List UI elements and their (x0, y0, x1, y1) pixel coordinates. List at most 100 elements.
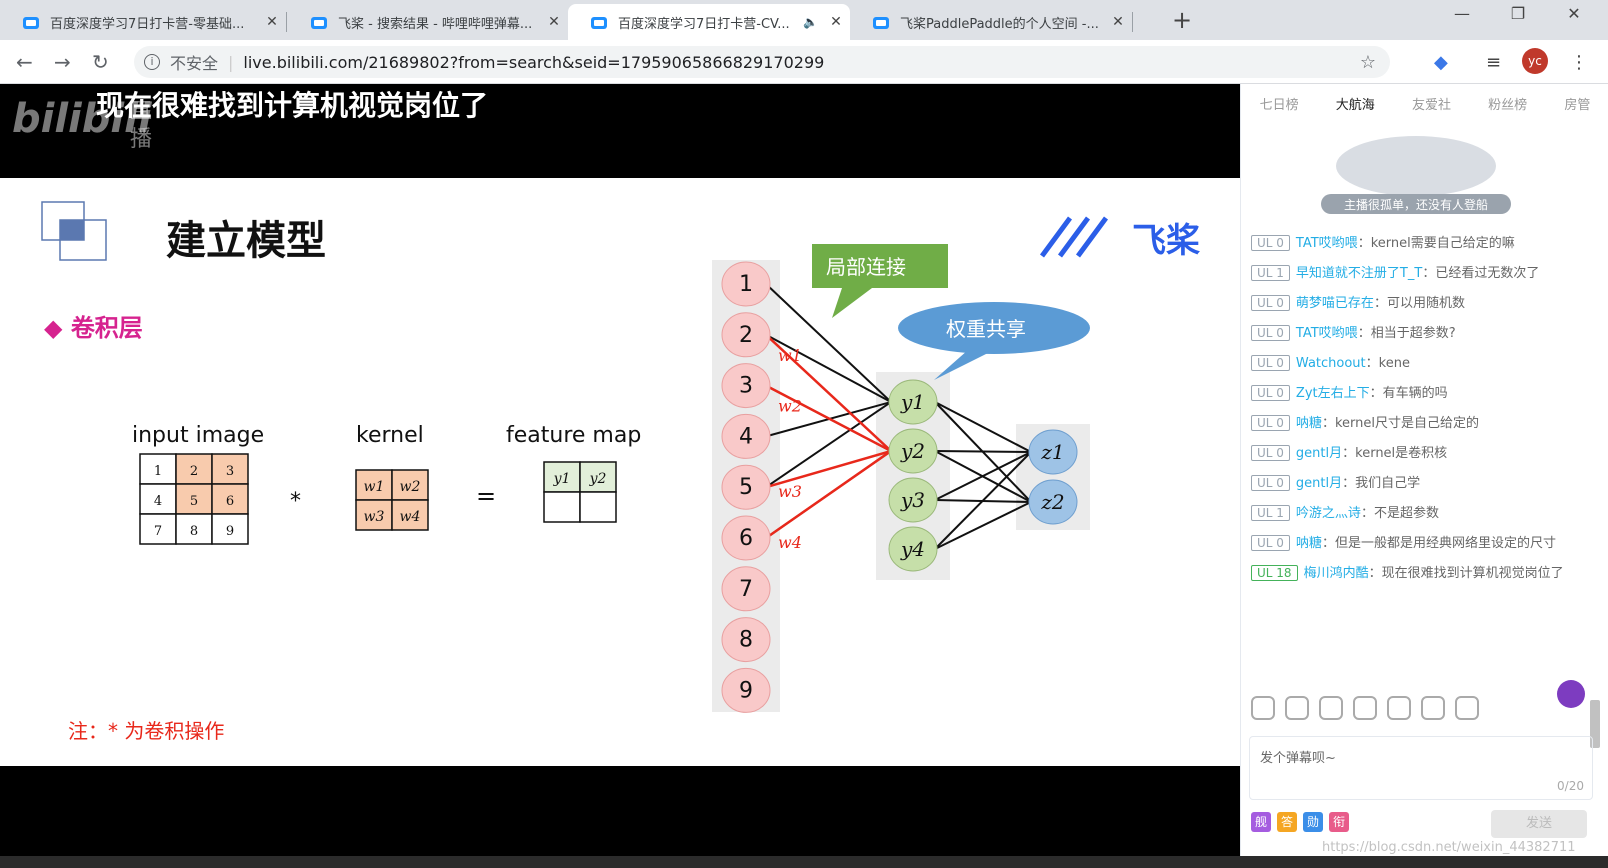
tab-close-icon[interactable]: ✕ (1112, 14, 1124, 30)
danmaku-input[interactable]: 发个弹幕呗~ 0/20 (1249, 736, 1593, 800)
emoji-icon[interactable] (1251, 696, 1275, 720)
danmaku-username[interactable]: 早知道就不注册了T_T (1295, 266, 1423, 281)
grid-cell-text: w4 (400, 509, 421, 525)
paddle-logo-icon (1039, 216, 1109, 258)
chip-title[interactable]: 衔 (1329, 812, 1349, 832)
slide-canvas: 建立模型 飞桨 ◆ 卷积层 input image kernel feature… (41, 201, 1200, 743)
tab-fans[interactable]: 粉丝榜 (1488, 97, 1528, 113)
bilibili-tab-icon (311, 17, 327, 29)
equals-operator: = (476, 482, 496, 510)
tab-guard[interactable]: 大航海 (1335, 97, 1375, 113)
multiply-operator: * (290, 489, 301, 514)
send-button[interactable]: 发送 (1491, 810, 1587, 838)
danmaku-username[interactable]: Zyt左右上下 (1295, 386, 1370, 401)
chat-scrollbar[interactable] (1588, 234, 1602, 764)
screen-add-icon[interactable] (1455, 696, 1479, 720)
grid-cell-text: 5 (190, 494, 198, 509)
grid-cell (211, 453, 249, 485)
tab-close-icon[interactable]: ✕ (830, 14, 842, 30)
network-node (1028, 479, 1078, 525)
reload-icon[interactable]: ↻ (92, 50, 109, 74)
browser-tab-1[interactable]: 百度深度学习7日打卡营-零基础... ✕ (0, 4, 286, 40)
chip-answer[interactable]: 答 (1277, 812, 1297, 832)
grid-cell (579, 461, 617, 493)
edge-red (765, 449, 892, 489)
back-icon[interactable]: ← (16, 50, 33, 74)
edge-black (765, 333, 892, 403)
danmaku-username[interactable]: gentl月 (1295, 446, 1343, 461)
forward-icon[interactable]: → (54, 50, 71, 74)
danmaku-username[interactable]: 吟游之灬诗 (1295, 506, 1361, 521)
danmaku-username[interactable]: 呐糖 (1295, 416, 1322, 431)
danmaku-text: 现在很难找到计算机视觉岗位了 (1381, 566, 1564, 581)
avatar[interactable]: yc (1522, 48, 1548, 74)
palette-icon[interactable] (1285, 696, 1309, 720)
grid-cell-text: y1 (553, 471, 571, 487)
tab-admins[interactable]: 房管 (1564, 97, 1591, 113)
browser-tab-3-active[interactable]: 百度深度学习7日打卡营-CV... 🔈 ✕ (568, 4, 850, 40)
danmaku-username[interactable]: gentl月 (1295, 476, 1343, 491)
grid-cell (139, 483, 177, 515)
callout-share: 权重共享 (898, 302, 1090, 380)
network-node (721, 617, 771, 663)
bookmark-star-icon[interactable]: ☆ (1359, 51, 1376, 73)
chat-mode-icon[interactable] (1557, 680, 1585, 708)
browser-tab-4[interactable]: 飞桨PaddlePaddle的个人空间 -... ✕ (850, 4, 1132, 40)
danmaku-username[interactable]: 呐糖 (1295, 536, 1322, 551)
tab-7day[interactable]: 七日榜 (1259, 97, 1299, 113)
minimize-icon[interactable]: — (1454, 4, 1470, 23)
danmaku-overlay: 现在很难找到计算机视觉岗位了 (96, 89, 489, 122)
gift-icon[interactable] (1319, 696, 1343, 720)
grid-cell-text: 9 (226, 524, 234, 539)
toolbar: ← → ↻ i 不安全 | live.bilibili.com/21689802… (0, 40, 1608, 84)
network-node-label: y4 (900, 537, 925, 561)
user-level-badge: UL 1 (1251, 265, 1290, 281)
network-node (721, 363, 771, 409)
user-level-badge: UL 0 (1251, 355, 1290, 371)
danmaku-username[interactable]: 萌梦喵已存在 (1295, 296, 1374, 311)
screen-edit-icon[interactable] (1421, 696, 1445, 720)
extension-icon[interactable]: ◆ (1434, 52, 1448, 73)
restore-icon[interactable]: ❐ (1510, 4, 1526, 23)
danmaku-username[interactable]: Watchoout (1295, 356, 1366, 371)
slide-subheading: ◆ 卷积层 (44, 314, 143, 342)
network-node-label: 1 (739, 272, 753, 297)
danmaku-username[interactable]: TAT哎哟喂 (1295, 236, 1358, 251)
url-text[interactable]: live.bilibili.com/21689802?from=search&s… (243, 52, 825, 72)
danmaku-text: 但是一般都是用经典网络里设定的尺寸 (1334, 536, 1556, 551)
menu-kebab-icon[interactable]: ⋮ (1570, 52, 1588, 73)
browser-tab-2[interactable]: 飞桨 - 搜索结果 - 哔哩哔哩弹幕... ✕ (288, 4, 568, 40)
screen-share-icon[interactable] (1387, 696, 1411, 720)
grid-cell-text: 6 (226, 494, 234, 509)
user-level-badge: UL 0 (1251, 415, 1290, 431)
slide-deco-icon (41, 201, 107, 261)
slide: 建立模型 飞桨 ◆ 卷积层 input image kernel feature… (0, 178, 1240, 766)
danmaku-username[interactable]: 梅川鸿内酷 (1303, 566, 1369, 581)
chat-toolbar (1251, 696, 1479, 720)
weight-label: w4 (778, 533, 802, 552)
omnibox[interactable]: i 不安全 | live.bilibili.com/21689802?from=… (134, 46, 1390, 78)
chip-medal[interactable]: 勋 (1303, 812, 1323, 832)
danmaku-username[interactable]: TAT哎哟喂 (1295, 326, 1358, 341)
tab-close-icon[interactable]: ✕ (548, 14, 560, 30)
bilibili-tab-icon (873, 17, 889, 29)
audio-playing-icon[interactable]: 🔈 (803, 15, 818, 29)
user-level-badge: UL 18 (1251, 565, 1298, 581)
video-player[interactable]: bilibili 直播 现在很难找到计算机视觉岗位了 建立模型 飞桨 ◆ 卷积层… (0, 84, 1240, 868)
media-control-icon[interactable]: ≡ (1486, 52, 1502, 73)
info-icon[interactable]: i (144, 54, 160, 70)
screen-icon[interactable] (1353, 696, 1377, 720)
grid-cell-text: 8 (190, 524, 198, 539)
chip-captain[interactable]: 舰 (1251, 812, 1271, 832)
close-window-icon[interactable]: ✕ (1567, 4, 1581, 23)
new-tab-icon[interactable]: + (1172, 6, 1193, 34)
grid-cell-text: 2 (190, 464, 198, 479)
tab-close-icon[interactable]: ✕ (266, 14, 278, 30)
tab-fans-club[interactable]: 友爱社 (1411, 97, 1451, 113)
live-watermark: 直播 (130, 99, 153, 152)
